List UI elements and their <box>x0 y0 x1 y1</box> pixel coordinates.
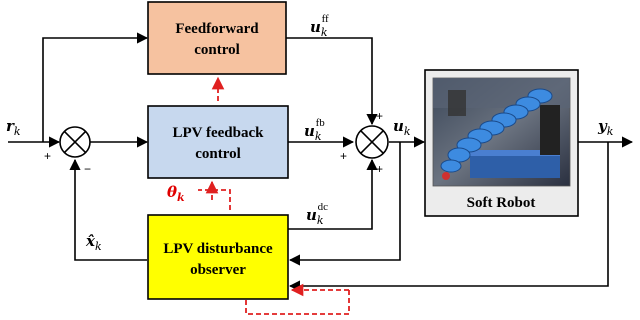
sign-sum2-left: + <box>340 149 347 163</box>
feedforward-label-line2: control <box>194 42 240 58</box>
scheduling-link <box>198 189 231 210</box>
signal-y: yk <box>597 117 614 138</box>
sign-sum2-bottom: + <box>376 162 383 176</box>
wire-udc <box>288 158 378 230</box>
signal-r: rk <box>6 117 21 138</box>
feedforward-box <box>147 1 287 75</box>
observer-box <box>147 214 289 300</box>
wire-xhat <box>69 158 147 261</box>
signal-u-dc: ukdc <box>306 201 328 227</box>
wire-y-to-observer <box>288 142 609 292</box>
sign-sum2-top: + <box>376 109 383 123</box>
soft-robot-block: Soft Robot <box>424 69 579 217</box>
feedback-block: LPV feedback control <box>147 105 289 179</box>
observer-label-line1: LPV disturbance <box>163 241 273 257</box>
feedforward-label-line1: Feedforward <box>175 21 259 37</box>
sign-sum1-bottom: − <box>84 162 91 176</box>
signal-xhat: x̂k <box>85 232 102 253</box>
soft-robot-photo <box>432 77 571 187</box>
wire-u-to-observer <box>288 142 401 266</box>
soft-robot-label: Soft Robot <box>467 195 536 211</box>
scheduling-from-output <box>245 290 350 315</box>
sum-junction-2 <box>355 125 389 159</box>
signal-u-ff: ukff <box>310 13 329 39</box>
feedforward-block: Feedforward control <box>147 1 287 75</box>
soft-arm-icon <box>440 88 553 180</box>
feedback-box <box>147 105 289 179</box>
observer-label-line2: observer <box>190 262 246 278</box>
observer-block: LPV disturbance observer <box>147 214 289 300</box>
sum-junction-1 <box>59 126 91 158</box>
feedback-label-line1: LPV feedback <box>173 125 265 141</box>
signal-u-fb: ukfb <box>304 117 325 143</box>
wire-uff <box>286 37 378 126</box>
wire-to-feedforward <box>42 32 149 142</box>
sign-sum1-left: + <box>44 149 51 163</box>
signal-u: uk <box>393 117 411 138</box>
feedback-label-line2: control <box>195 146 241 162</box>
signal-theta: θk <box>167 183 185 204</box>
